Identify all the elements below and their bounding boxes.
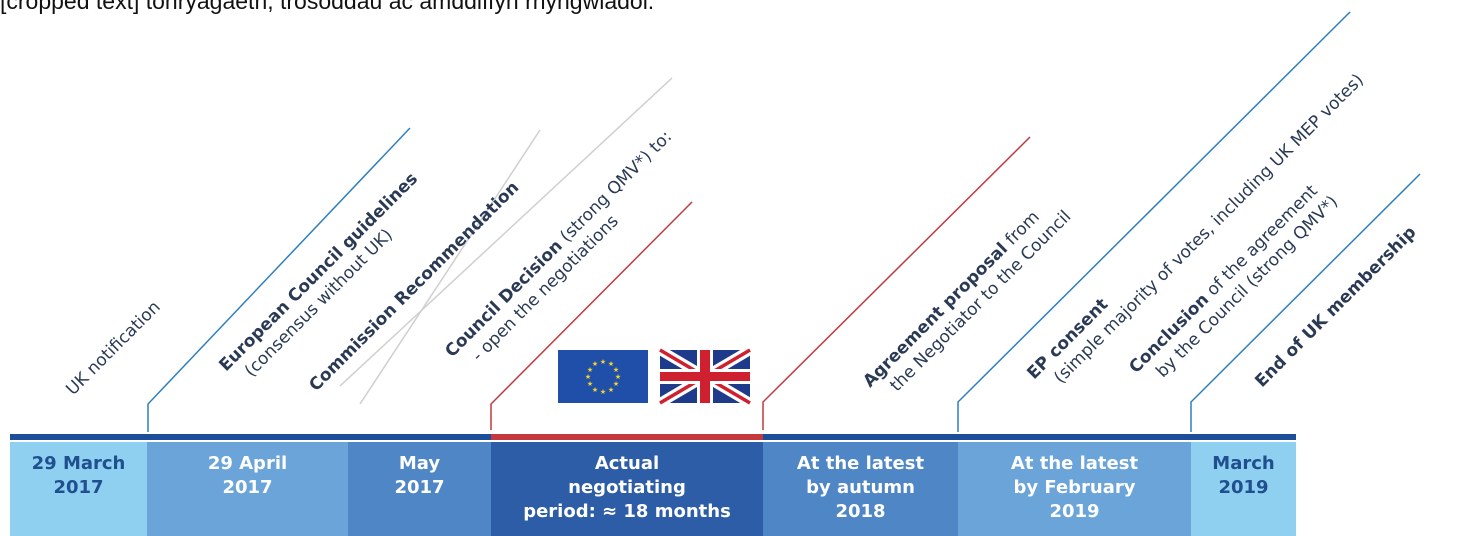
callout-line-council-decision [339,77,673,387]
svg-text:★: ★ [600,358,606,366]
label-council-decision: Council Decision (strong QMV*) to: - ope… [441,127,676,366]
segment-line: At the latest [1010,453,1139,474]
svg-text:★: ★ [592,386,598,394]
timeline-segment-guidelines: 29 April 2017 [147,442,348,536]
svg-text:★: ★ [600,388,606,396]
svg-text:by the Council (strong QMV*): by the Council (strong QMV*) [1152,192,1342,382]
callout-line-agreement-proposal [762,136,1031,430]
segment-line: 2017 [222,477,273,498]
timeline-segment-may: May 2017 [348,442,491,536]
svg-text:Agreement proposal from: Agreement proposal from [859,207,1043,391]
svg-text:Council Decision (strong QMV*): Council Decision (strong QMV*) to: [441,127,676,362]
segment-line: 2017 [394,477,445,498]
timeline-segment-notification: 29 March 2017 [10,442,147,536]
svg-text:★: ★ [608,386,614,394]
segment-line: 2017 [53,477,104,498]
segment-line: by autumn [806,477,915,498]
segment-line: May [398,453,441,474]
label-guidelines: European Council guidelines (consensus w… [215,169,422,381]
svg-text:- open the negotiations: - open the negotiations [468,211,622,365]
segment-line: 2019 [1049,501,1100,522]
svg-text:European Council guidelines: European Council guidelines [215,169,422,376]
timeline-segment-february: At the latest by February 2019 [958,442,1191,536]
segment-line: by February [1013,477,1136,498]
svg-text:★: ★ [592,360,598,368]
callout-line-commission [359,129,541,405]
segment-line: negotiating [568,477,686,498]
timeline-segment-autumn: At the latest by autumn 2018 [763,442,958,536]
eu-flag-icon: ★★★ ★★★ ★★★ ★★★ [558,350,648,403]
segment-line: 2018 [835,501,886,522]
callout-line-end-membership [1190,173,1421,432]
segment-line: 29 March [31,453,126,474]
negotiation-top-bar [491,434,763,440]
segment-line: period: ≈ 18 months [523,501,731,522]
timeline-segment-march-2019: March 2019 [1191,442,1296,536]
svg-text:(simple majority of votes, inc: (simple majority of votes, including UK … [1050,70,1368,388]
svg-text:★: ★ [587,366,593,374]
callout-line-negotiation-start [490,201,693,430]
segment-line: 29 April [207,453,288,474]
segment-line: 2019 [1218,477,1269,498]
svg-text:(consensus without UK): (consensus without UK) [241,225,397,381]
svg-text:★: ★ [608,360,614,368]
svg-text:UK notification: UK notification [62,297,164,399]
uk-flag-icon [657,345,753,408]
svg-text:★: ★ [587,380,593,388]
top-caption: [cropped text] tonryagaeth, trosoddau ac… [0,0,655,14]
segment-line: Actual [594,453,660,474]
label-uk-notification: UK notification [62,297,164,399]
svg-text:★: ★ [615,373,621,381]
callout-line-ep-consent [957,11,1351,432]
callout-line-guidelines [147,127,411,432]
svg-text:★: ★ [613,380,619,388]
svg-text:★: ★ [585,373,591,381]
svg-text:★: ★ [613,366,619,374]
segment-line: March [1212,453,1275,474]
segment-line: At the latest [796,453,925,474]
timeline-segment-negotiating: Actual negotiating period: ≈ 18 months [491,442,763,536]
